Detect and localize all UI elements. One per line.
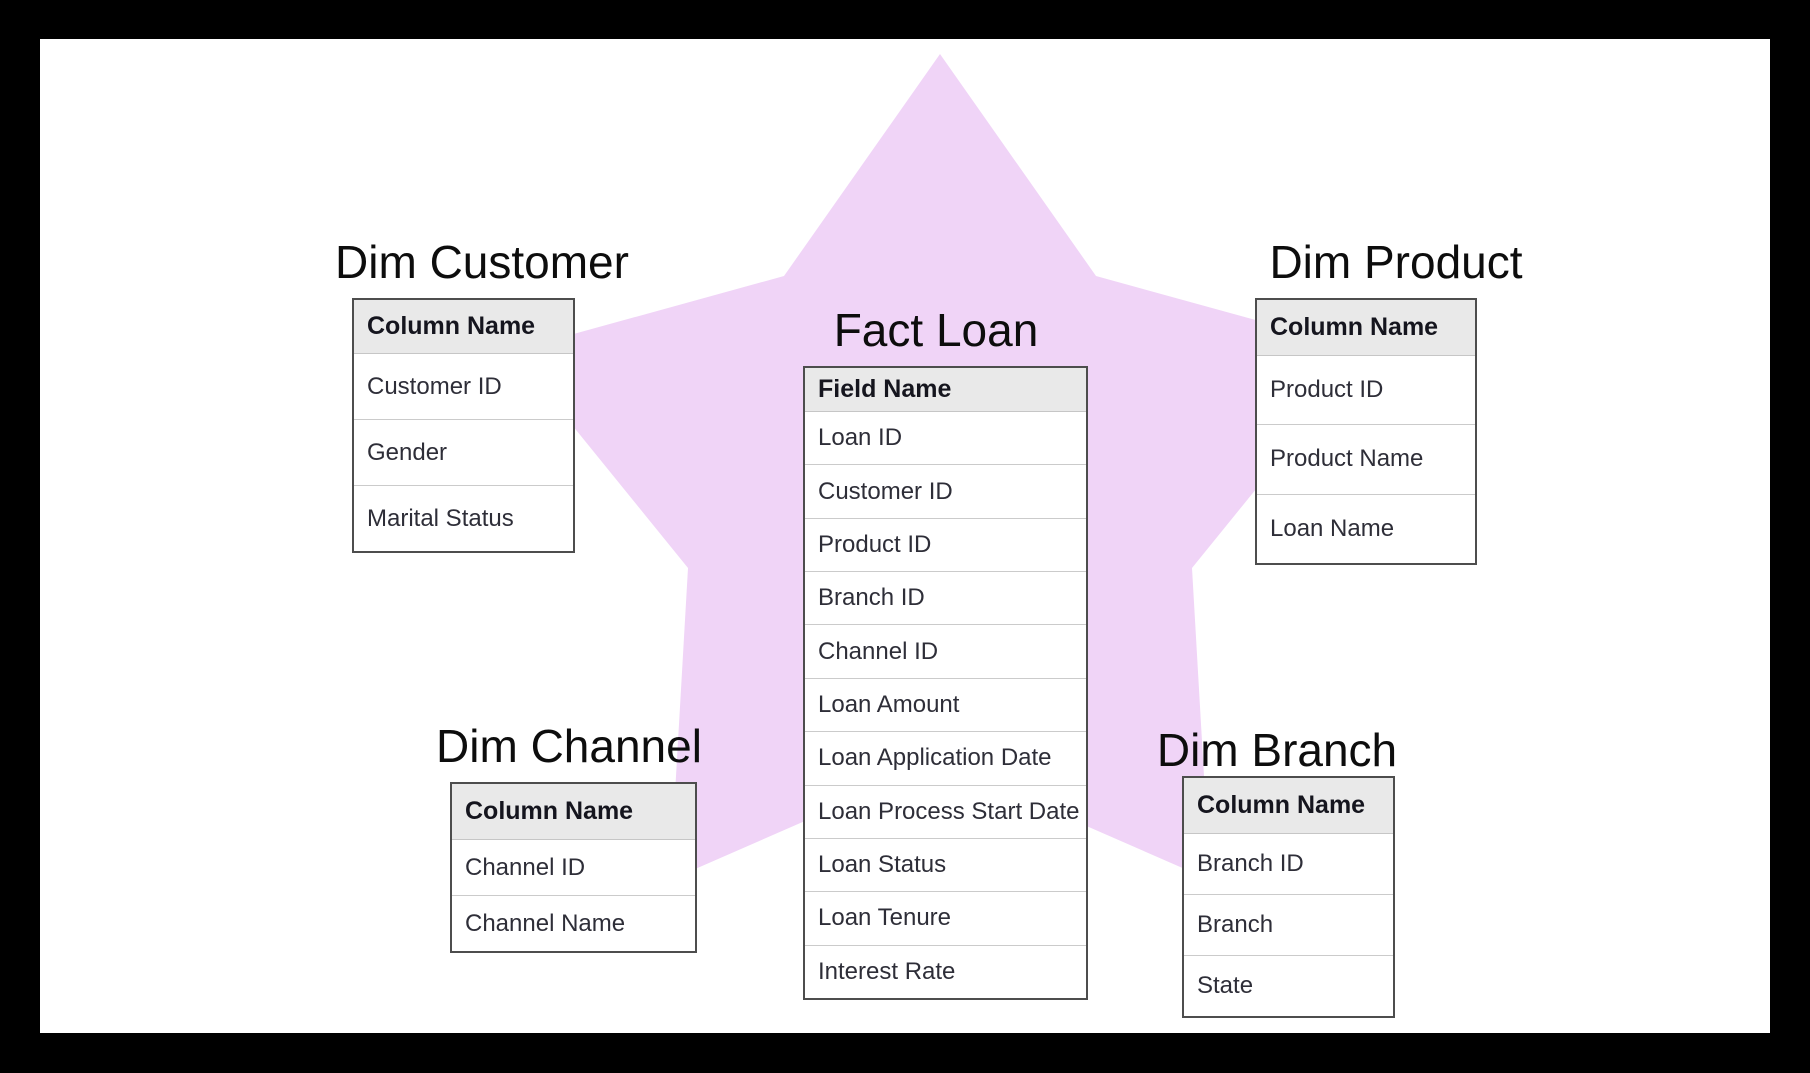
slide-content: Dim Customer Column Name Customer ID Gend…	[40, 39, 1770, 1033]
dim-branch-header: Column Name	[1184, 778, 1393, 834]
dim-product-title: Dim Product	[1269, 236, 1523, 288]
table-row: State	[1184, 955, 1393, 1016]
table-row: Loan ID	[818, 424, 903, 452]
dim-customer-header: Column Name	[354, 300, 573, 354]
table-row: Marital Status	[354, 485, 573, 551]
table-row: Loan Process Start Date	[805, 784, 1086, 838]
table-row: Branch ID	[805, 571, 1086, 624]
table-row: Gender	[354, 419, 573, 485]
table-row: Interest Rate	[805, 944, 1086, 998]
table-row: Product ID	[805, 517, 1086, 571]
dim-channel-title: Dim Channel	[436, 720, 702, 772]
table-row: Customer ID	[805, 464, 1086, 517]
table-row: Product Name	[1257, 424, 1475, 493]
dim-product-header: Column Name	[1257, 300, 1475, 356]
table-row: Branch	[1184, 894, 1393, 955]
fact-loan-title: Fact Loan	[833, 304, 1039, 356]
table-row: Channel ID	[465, 853, 586, 881]
table-row: Loan Status	[805, 837, 1086, 891]
table-row: Loan Name	[1257, 493, 1475, 563]
table-row: Loan Application Date	[805, 731, 1086, 784]
dim-channel-header: Column Name	[452, 784, 695, 840]
fact-loan-header: Field Name	[805, 368, 1086, 412]
dim-branch-title: Dim Branch	[1156, 724, 1398, 776]
table-row: Channel ID	[805, 624, 1086, 677]
table-row: Branch ID	[1197, 850, 1304, 877]
table-row: Loan Tenure	[805, 891, 1086, 944]
dim-channel-table: Column Name Channel ID Channel Name	[450, 782, 697, 953]
table-row: Loan Amount	[805, 677, 1086, 731]
table-row: Channel Name	[452, 895, 695, 951]
dim-customer-title: Dim Customer	[335, 236, 629, 288]
dim-channel-rows: Channel ID Channel Name	[452, 840, 695, 951]
table-row: Customer ID	[367, 372, 502, 400]
table-row: Product ID	[1270, 376, 1384, 404]
